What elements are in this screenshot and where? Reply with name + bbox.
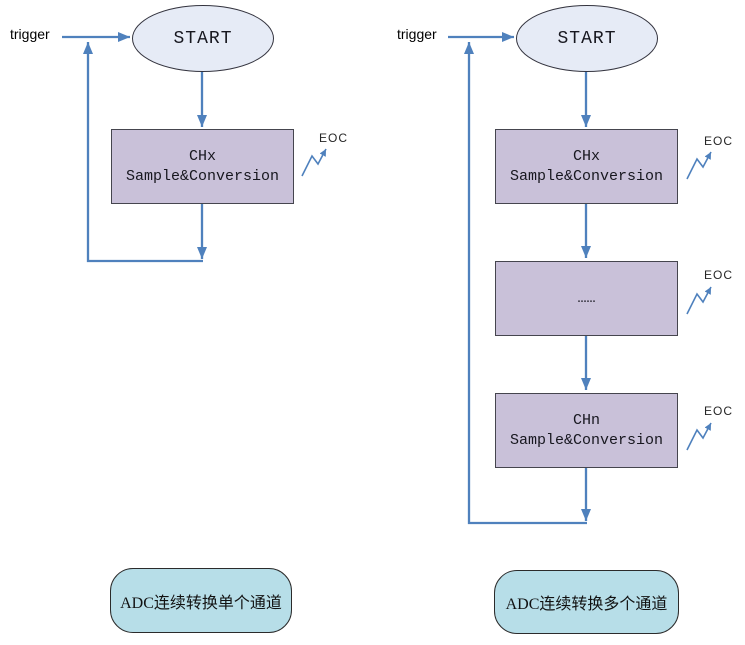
caption-multi-channel: ADC连续转换多个通道 xyxy=(494,570,679,634)
process-box-chx: CHx Sample&Conversion xyxy=(111,129,294,204)
start-terminator: START xyxy=(132,5,274,72)
eoc-signal-icon xyxy=(686,151,712,180)
eoc-label: EOC xyxy=(319,131,349,145)
process-box-line1: CHx xyxy=(572,147,600,165)
process-box-line1: …… xyxy=(577,289,596,307)
process-box-line2: Sample&Conversion xyxy=(509,167,664,185)
trigger-label: trigger xyxy=(10,26,50,42)
eoc-signal-icon xyxy=(301,148,327,177)
process-box-chx: CHx Sample&Conversion xyxy=(495,129,678,204)
caption-single-channel: ADC连续转换单个通道 xyxy=(110,568,292,633)
process-box-line2: Sample&Conversion xyxy=(125,167,280,185)
process-box-chn: CHn Sample&Conversion xyxy=(495,393,678,468)
process-box-line1: CHx xyxy=(188,147,216,165)
eoc-label: EOC xyxy=(704,404,734,418)
process-box-line2: Sample&Conversion xyxy=(509,431,664,449)
trigger-label: trigger xyxy=(397,26,437,42)
eoc-label: EOC xyxy=(704,134,734,148)
eoc-signal-icon xyxy=(686,286,712,315)
process-box-line1: CHn xyxy=(572,411,600,429)
start-terminator: START xyxy=(516,5,658,72)
eoc-signal-icon xyxy=(686,422,712,451)
eoc-label: EOC xyxy=(704,268,734,282)
process-box-dots: …… xyxy=(495,261,678,336)
